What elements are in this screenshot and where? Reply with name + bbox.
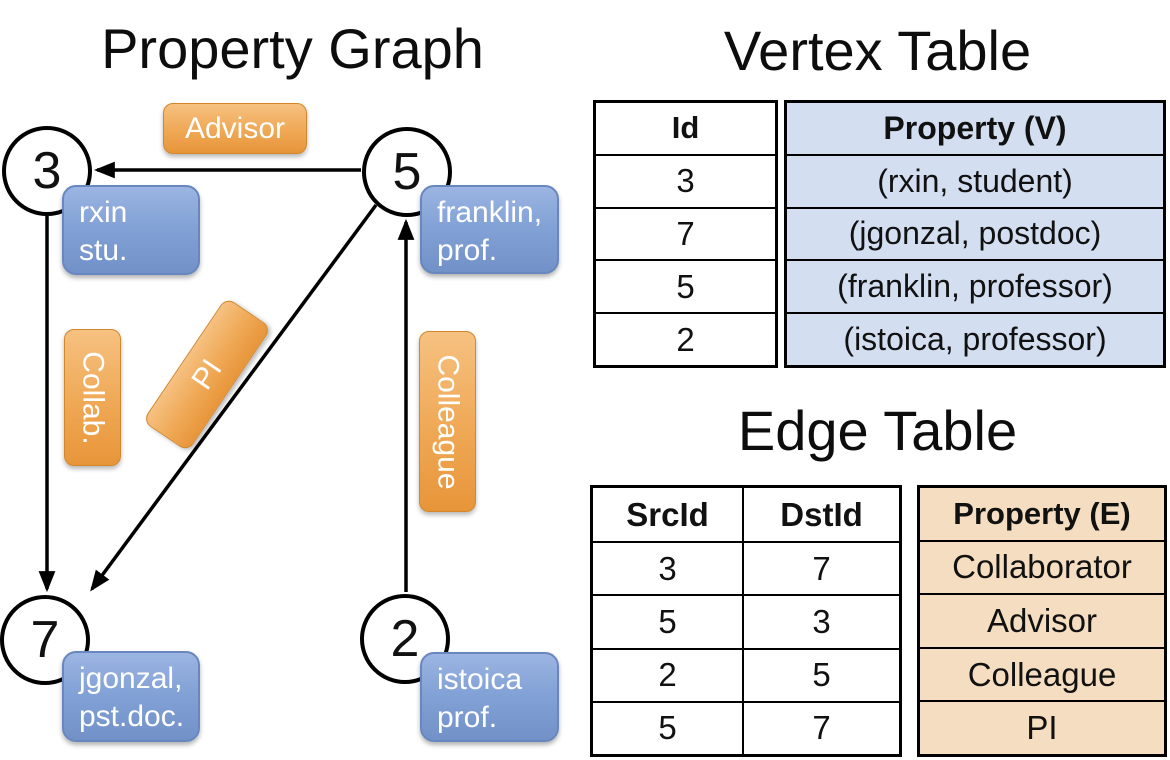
vertex-property-box-7: jgonzal, pst.doc.	[62, 651, 200, 742]
vertex-property-box-2: istoica prof.	[420, 652, 559, 742]
vertex-table-id-cell: 7	[596, 206, 775, 260]
edge-table-src-dst-columns: SrcId DstId 3 7 5 3 2 5 5 7	[590, 485, 902, 757]
edge-table-property-column: Property (E) Collaborator Advisor Collea…	[917, 485, 1167, 757]
vertex-table-id-column: Id 3 7 5 2	[593, 100, 778, 368]
vertex-property-line: jgonzal,	[79, 662, 183, 695]
vertex-property-line: stu.	[79, 234, 128, 267]
edge-table-dst-cell: 5	[742, 647, 899, 701]
node-id-label: 3	[32, 142, 62, 200]
graph-node-2: 2	[360, 594, 450, 684]
property-graph-title: Property Graph	[101, 17, 484, 80]
vertex-table-property-column: Property (V) (rxin, student) (jgonzal, p…	[784, 100, 1166, 368]
edge-label-text: Colleague	[431, 353, 465, 490]
edge-arrow-5-to-7	[90, 203, 378, 592]
graph-node-5: 5	[362, 127, 452, 217]
edge-table-property-cell: PI	[920, 700, 1164, 754]
edge-label-text: Collab.	[76, 350, 110, 445]
graph-edges-svg	[38, 161, 415, 593]
edge-table-src-cell: 5	[593, 594, 743, 647]
edge-label-text: Advisor	[184, 111, 286, 145]
node-id-label: 5	[392, 143, 422, 201]
edge-table-src-header: SrcId	[626, 495, 709, 533]
edge-table-dst-cell: 7	[742, 700, 899, 754]
vertex-table-property-cell: (istoica, professor)	[787, 312, 1163, 365]
edge-label-colleague: Colleague	[419, 331, 476, 512]
vertex-table-property-cell: (jgonzal, postdoc)	[787, 206, 1163, 260]
vertex-property-box-5: franklin, prof.	[420, 185, 559, 274]
edge-table-dst-header: DstId	[742, 488, 899, 542]
edge-table-property-cell: Advisor	[920, 593, 1164, 647]
edge-table-property-cell: Collaborator	[920, 539, 1164, 594]
edge-table-property-header: Property (E)	[953, 495, 1131, 531]
edge-table-src-cell: 3	[593, 541, 743, 594]
edge-table-src-cell: 2	[593, 647, 743, 701]
node-id-label: 2	[390, 610, 420, 668]
vertex-property-line: istoica	[437, 663, 523, 696]
vertex-property-box-3: rxin stu.	[62, 185, 200, 275]
edge-table-title: Edge Table	[737, 399, 1018, 462]
edge-table-property-cell: Colleague	[920, 646, 1164, 701]
edge-label-collab: Collab.	[64, 329, 121, 466]
vertex-table-id-cell: 2	[596, 312, 775, 365]
edge-table-dst-cell: 3	[742, 594, 899, 648]
edge-table-dst-cell: 7	[742, 541, 899, 595]
node-id-label: 7	[30, 611, 60, 669]
vertex-table-id-cell: 3	[596, 153, 775, 207]
vertex-table-id-header: Id	[671, 110, 700, 146]
vertex-table-id-cell: 5	[596, 259, 775, 312]
vertex-property-line: rxin	[79, 196, 128, 229]
edge-label-text: PI	[184, 353, 229, 396]
edge-table-src-cell: 5	[593, 700, 743, 754]
vertex-table-property-header: Property (V)	[883, 109, 1067, 146]
vertex-property-line: pst.doc.	[79, 700, 185, 733]
edge-label-advisor: Advisor	[163, 103, 307, 154]
vertex-property-line: prof.	[437, 234, 498, 267]
vertex-property-line: prof.	[437, 701, 498, 734]
vertex-table-property-cell: (rxin, student)	[787, 153, 1163, 207]
vertex-property-line: franklin,	[437, 196, 543, 229]
vertex-table-title: Vertex Table	[723, 19, 1032, 82]
vertex-table-property-cell: (franklin, professor)	[787, 259, 1163, 312]
